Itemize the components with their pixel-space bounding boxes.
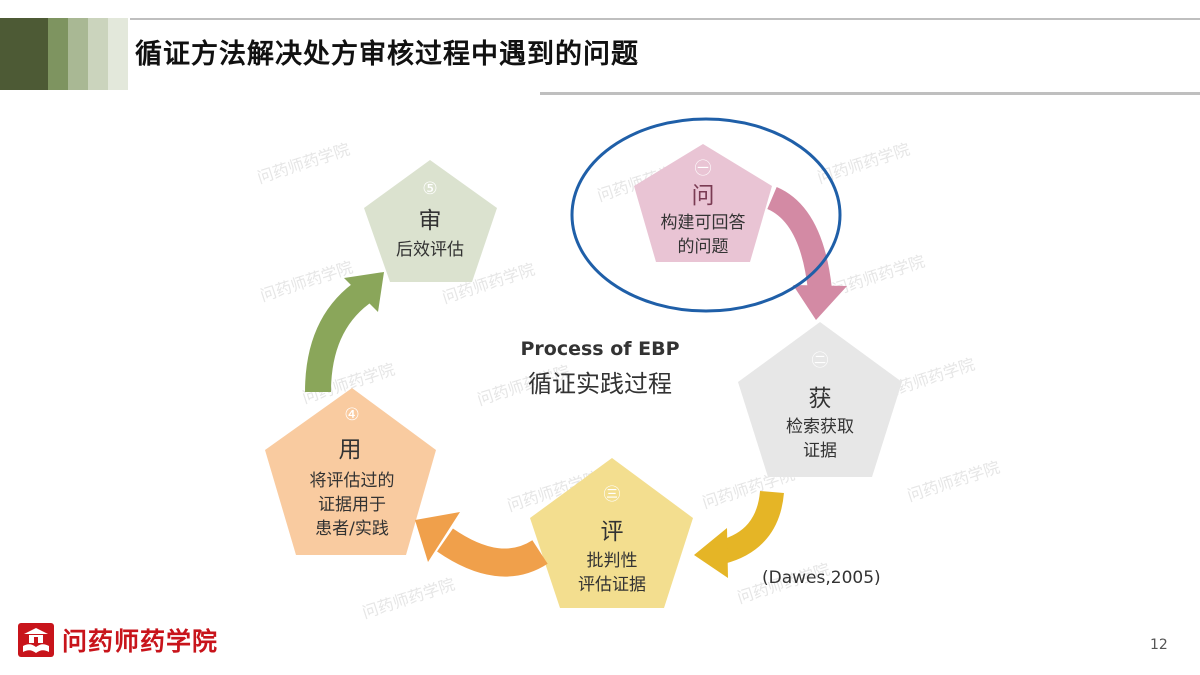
footer-logo: 问药师药学院 xyxy=(18,622,218,658)
arrow-acquire-to-appraise xyxy=(694,490,784,578)
step-desc: 的问题 xyxy=(677,237,729,257)
step-desc: 后效评估 xyxy=(396,240,464,260)
school-book-icon xyxy=(18,623,54,657)
arrow-apply-to-audit xyxy=(305,272,384,393)
step-number: ㊁ xyxy=(811,351,829,371)
step-desc: 患者/实践 xyxy=(315,519,389,539)
step-title: 问 xyxy=(691,183,715,209)
step-number: ㊂ xyxy=(603,485,621,505)
step-desc: 证据用于 xyxy=(318,495,386,515)
step-appraise-pentagon xyxy=(530,458,693,608)
arrow-ask-to-acquire xyxy=(766,186,847,320)
step-title: 审 xyxy=(418,208,442,234)
center-title-en: Process of EBP xyxy=(520,338,680,360)
citation: (Dawes,2005) xyxy=(762,568,881,588)
step-desc: 检索获取 xyxy=(786,417,854,437)
page-number: 12 xyxy=(1150,637,1168,653)
step-audit-pentagon xyxy=(364,160,497,282)
arrow-appraise-to-apply xyxy=(415,512,548,577)
step-desc: 构建可回答 xyxy=(660,213,746,233)
step-desc: 将评估过的 xyxy=(309,471,395,491)
header-decoration xyxy=(0,18,130,90)
header-top-rule xyxy=(130,18,1200,20)
step-apply-pentagon xyxy=(265,388,436,555)
step-number: ④ xyxy=(344,405,360,425)
step-acquire-pentagon xyxy=(738,322,902,477)
logo-text: 问药师药学院 xyxy=(62,627,219,656)
step-title: 评 xyxy=(600,519,624,545)
step-ask-pentagon xyxy=(634,144,772,262)
header-bottom-rule xyxy=(540,92,1200,95)
step-title: 获 xyxy=(808,386,832,412)
step-number: ⑤ xyxy=(422,179,438,199)
step-number: ㊀ xyxy=(694,159,712,179)
step-desc: 批判性 xyxy=(586,551,638,571)
step-desc: 证据 xyxy=(803,441,837,461)
slide-title: 循证方法解决处方审核过程中遇到的问题 xyxy=(135,39,639,70)
step-title: 用 xyxy=(338,437,362,463)
step-desc: 评估证据 xyxy=(578,575,646,595)
highlight-ellipse xyxy=(570,117,842,313)
center-title-zh: 循证实践过程 xyxy=(528,370,672,398)
